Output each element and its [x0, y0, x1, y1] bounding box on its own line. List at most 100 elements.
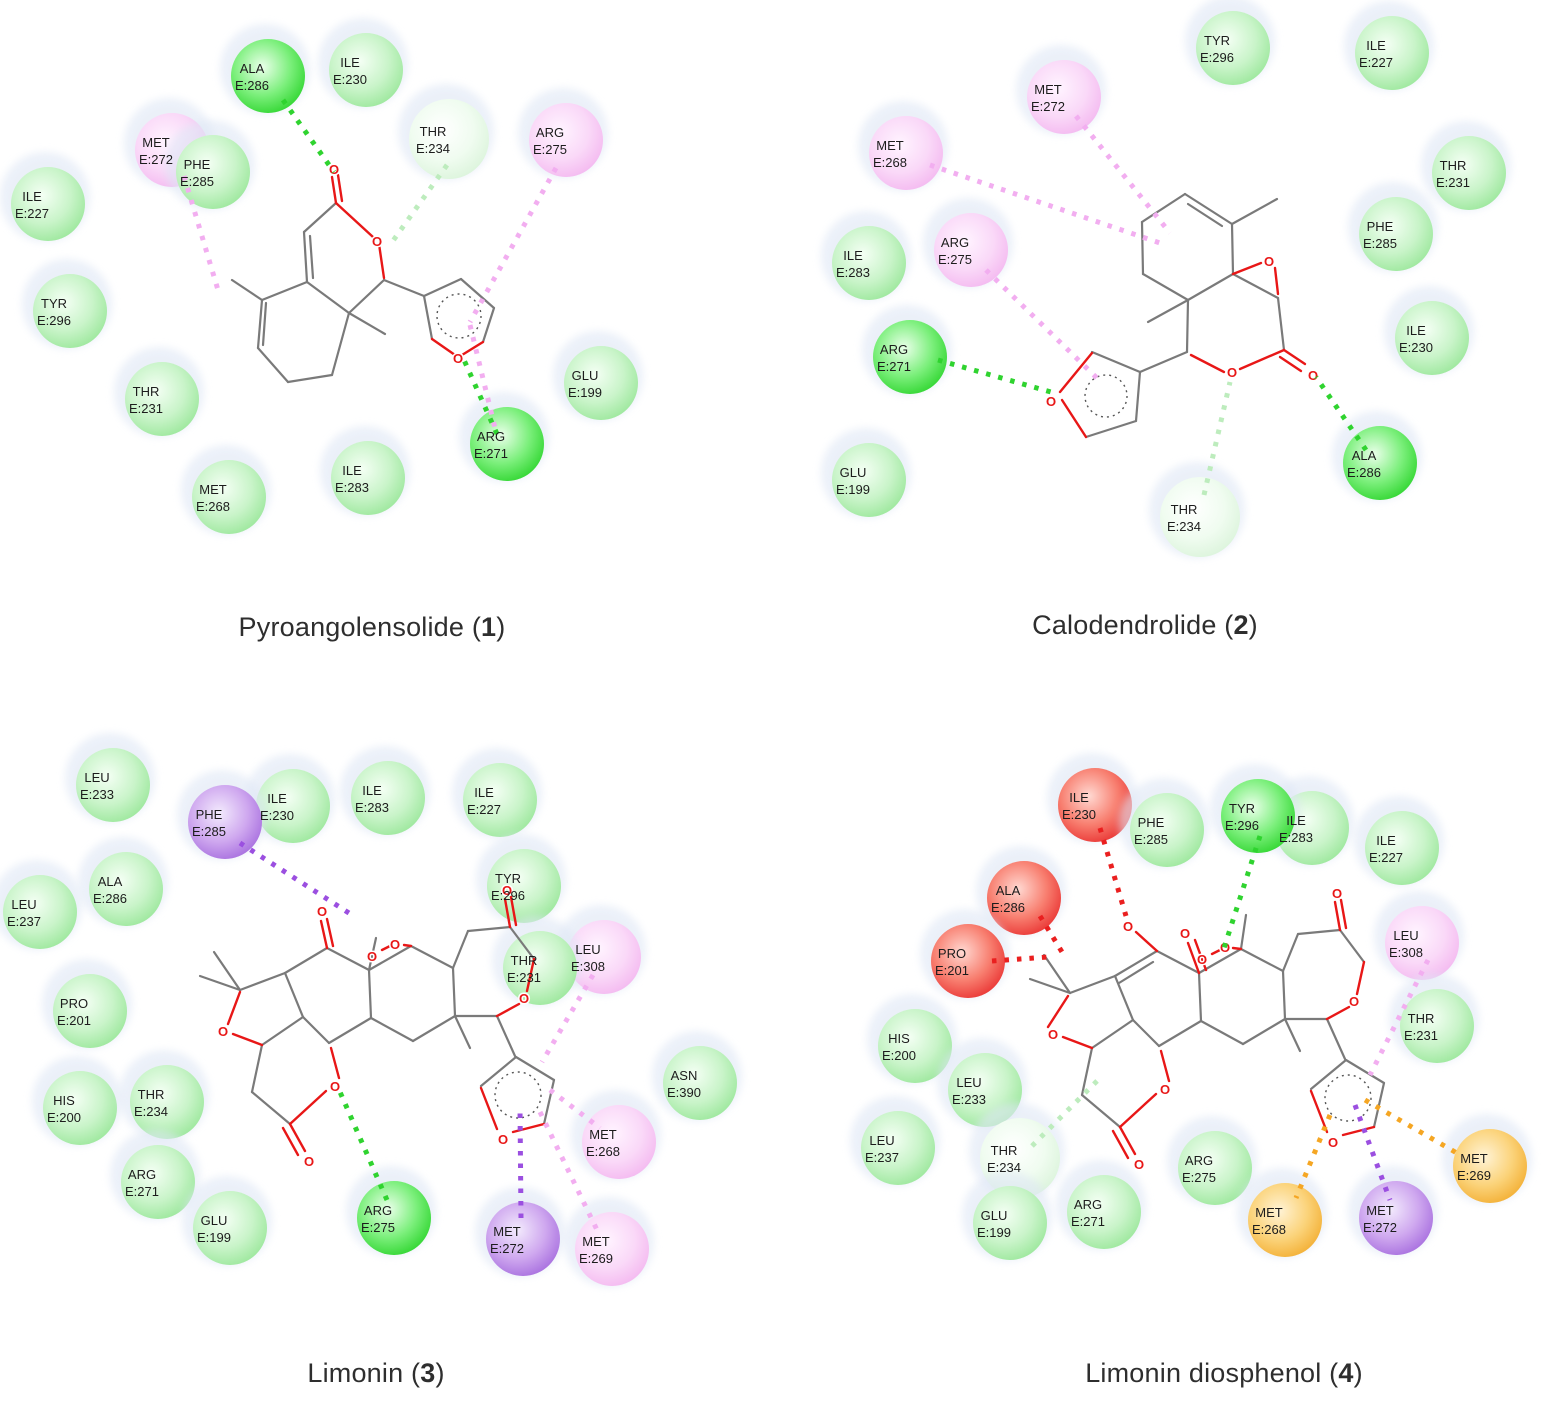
bond	[1080, 1093, 1122, 1129]
residue-bubble	[76, 748, 150, 822]
residue-name: TYR	[1229, 801, 1255, 816]
residue-bubble	[861, 1111, 935, 1185]
residue-name: HIS	[53, 1093, 75, 1108]
aromatic-ring-circle	[1324, 1074, 1372, 1122]
residue-bubble	[973, 1186, 1047, 1260]
bond	[1157, 1019, 1203, 1048]
residue-phe-e285	[177, 770, 267, 860]
residue-bubble	[1400, 989, 1474, 1063]
residue-number: E:268	[873, 155, 907, 170]
residue-leu-e237	[0, 860, 82, 950]
bond	[302, 230, 309, 284]
interaction-line-pink	[467, 324, 498, 429]
residue-bubble	[188, 785, 262, 859]
bond	[1146, 298, 1190, 324]
residue-label: MET E:268	[873, 138, 907, 170]
residue-arg-e275	[923, 198, 1013, 288]
residue-number: E:271	[474, 446, 508, 461]
residue-number: E:227	[1359, 55, 1393, 70]
residue-name: ARG	[1074, 1197, 1102, 1212]
caption-number: 4	[1338, 1358, 1354, 1388]
bond	[481, 306, 496, 344]
bond	[1028, 977, 1072, 995]
residue-glu-e199	[962, 1171, 1052, 1261]
residue-ile-e283	[340, 746, 430, 836]
residue-bubble	[1221, 779, 1295, 853]
oxygen-atom-label: O	[329, 162, 339, 177]
oxygen-bond	[460, 340, 485, 357]
oxygen-atom-label: O	[1180, 926, 1190, 941]
residue-his-e200	[867, 994, 957, 1084]
residue-name: GLU	[981, 1208, 1008, 1223]
bond	[1283, 1017, 1302, 1053]
residue-name: GLU	[201, 1213, 228, 1228]
residue-number: E:285	[1363, 236, 1397, 251]
oxygen-bond	[336, 173, 344, 203]
bond	[1325, 1017, 1347, 1061]
bond	[459, 277, 496, 310]
interaction-line-pink	[537, 1110, 601, 1234]
residue-name: PHE	[184, 157, 211, 172]
residue-name: ARG	[128, 1167, 156, 1182]
oxygen-bond	[334, 201, 375, 239]
bond	[451, 966, 457, 1018]
bond	[330, 311, 351, 377]
bond	[411, 1014, 457, 1043]
residue-ile-e227	[0, 152, 90, 242]
bond	[466, 925, 512, 933]
residue-name: ALA	[1352, 448, 1377, 463]
oxygen-atom-label: O	[453, 351, 463, 366]
residue-number: E:231	[507, 970, 541, 985]
oxygen-atom-label: O	[498, 1132, 508, 1147]
residue-ile-e230	[318, 18, 408, 108]
residue-name: MET	[1366, 1203, 1394, 1218]
residue-name: LEU	[1393, 928, 1418, 943]
residue-name: ARG	[1185, 1153, 1213, 1168]
residue-number: E:230	[1399, 340, 1433, 355]
residue-number: E:272	[139, 152, 173, 167]
residue-bubble	[1395, 301, 1469, 375]
residue-thr-e234	[119, 1050, 209, 1140]
interaction-line-green	[461, 358, 500, 436]
residue-number: E:390	[667, 1085, 701, 1100]
interaction-line-green	[937, 357, 1059, 397]
residue-number: E:283	[355, 800, 389, 815]
residue-bubble	[130, 1065, 204, 1139]
oxygen-atom-label: O	[1123, 919, 1133, 934]
residue-his-e200	[32, 1056, 122, 1146]
residue-number: E:227	[467, 802, 501, 817]
residue-name: MET	[876, 138, 904, 153]
residue-bubble	[873, 320, 947, 394]
interaction-line-purple	[238, 840, 354, 918]
bond	[1239, 947, 1285, 973]
oxygen-bond	[1134, 930, 1159, 953]
residue-number: E:234	[416, 141, 450, 156]
bond	[479, 1055, 518, 1088]
residue-number: E:237	[865, 1150, 899, 1165]
interaction-line-pink	[548, 1088, 602, 1130]
residue-number: E:286	[93, 891, 127, 906]
residue-name: LEU	[575, 942, 600, 957]
residue-name: MET	[1034, 82, 1062, 97]
bond	[1185, 298, 1190, 354]
caption-limonin-diosphenol: Limonin diosphenol (4)	[1085, 1358, 1363, 1388]
bond	[1199, 1019, 1245, 1046]
residue-thr-e231	[492, 916, 582, 1006]
bond	[1296, 928, 1342, 936]
residue-thr-e234	[1149, 462, 1245, 558]
oxygen-atom-label: O	[1046, 394, 1056, 409]
